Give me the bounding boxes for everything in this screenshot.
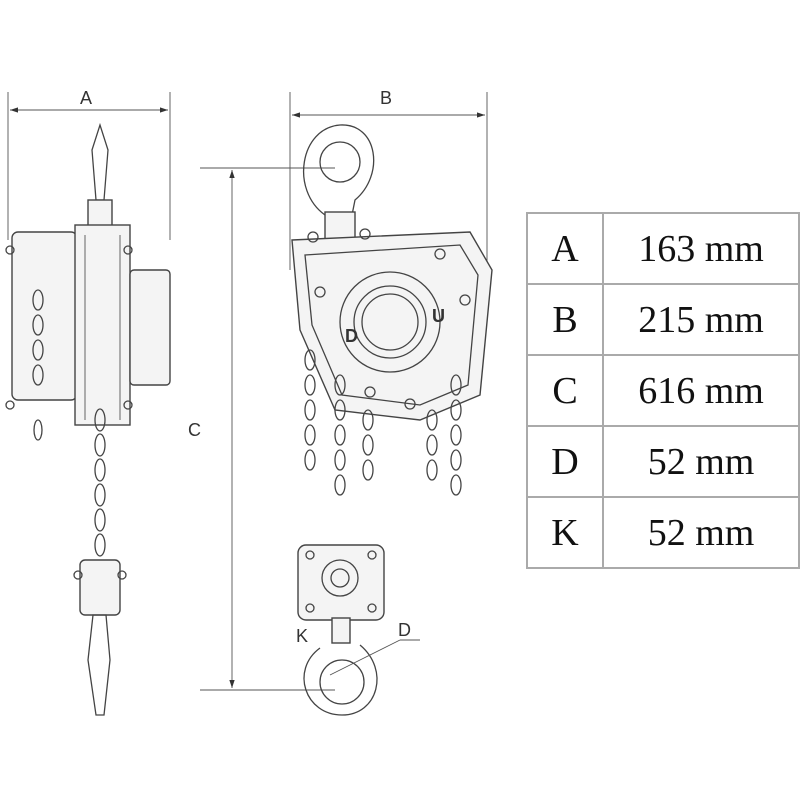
dimension-key: C xyxy=(526,354,604,427)
dimension-key: K xyxy=(526,496,604,569)
dimension-key: D xyxy=(526,425,604,498)
dimension-value: 52 mm xyxy=(602,496,800,569)
label-down: D xyxy=(345,326,358,346)
front-view: B C D U xyxy=(188,88,493,716)
label-c: C xyxy=(188,420,201,440)
dimension-value: 52 mm xyxy=(602,425,800,498)
dimension-value: 215 mm xyxy=(602,283,800,356)
dimension-value: 163 mm xyxy=(602,212,800,285)
dimension-key: A xyxy=(526,212,604,285)
label-b: B xyxy=(380,88,392,108)
side-view: A xyxy=(5,88,171,716)
label-a: A xyxy=(80,88,92,108)
dimension-value: 616 mm xyxy=(602,354,800,427)
label-d-hook: D xyxy=(398,620,411,640)
dimension-key: B xyxy=(526,283,604,356)
label-k: K xyxy=(296,626,308,646)
label-up: U xyxy=(432,306,445,326)
